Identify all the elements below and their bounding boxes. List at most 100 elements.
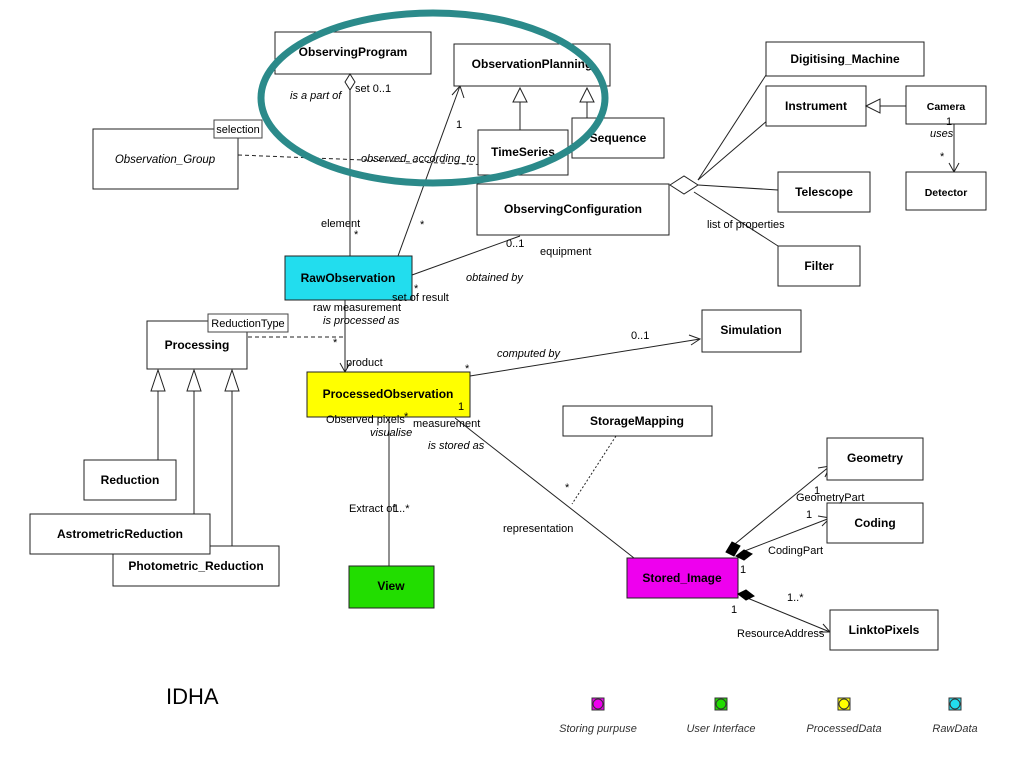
class-label: Coding (854, 516, 895, 530)
connector-heads (150, 73, 881, 601)
class-label: Detector (925, 187, 968, 199)
legend-item-processed: ProcessedData (806, 697, 882, 735)
class-processing[interactable]: Processing (146, 320, 248, 370)
label-one-planning: 1 (456, 119, 462, 131)
edge-stored-coding (741, 517, 831, 553)
class-label: Processing (165, 338, 230, 352)
class-detector[interactable]: Detector (905, 171, 987, 211)
legend-item-ui: User Interface (686, 697, 756, 735)
class-geometry[interactable]: Geometry (826, 437, 924, 481)
class-label: ObservingProgram (299, 45, 408, 59)
generalization-triangle-photometric (224, 368, 240, 392)
label-is-processed-as: is processed as (323, 315, 400, 327)
edge-processing-dependency (248, 336, 346, 372)
class-label: Reduction (101, 473, 160, 487)
class-label: Sequence (590, 131, 647, 145)
class-label: LinktoPixels (849, 623, 920, 637)
class-label: Geometry (847, 451, 903, 465)
label-set: set 0..1 (355, 83, 391, 95)
class-label: StorageMapping (590, 414, 684, 428)
edge-config-digitising (697, 71, 769, 181)
edge-config-telescope (697, 184, 779, 191)
composition-diamond-coding (735, 549, 753, 561)
class-stored-image[interactable]: Stored_Image (626, 557, 739, 599)
label-config-0-1: 0..1 (506, 238, 524, 250)
association-labels: set 0..1 is a part of 1 observed_accordi… (290, 83, 954, 640)
label-equipment: equipment (540, 246, 591, 258)
label-raw-measurement: raw measurement (313, 302, 401, 314)
highlight-ellipse (257, 9, 609, 187)
class-view[interactable]: View (348, 565, 435, 609)
class-coding[interactable]: Coding (826, 502, 924, 544)
class-label: TimeSeries (491, 145, 555, 159)
class-telescope[interactable]: Telescope (777, 171, 871, 213)
label-extract-of: Extract of (349, 503, 396, 515)
class-reduction[interactable]: Reduction (83, 459, 177, 501)
label-measurement: measurement (413, 418, 480, 430)
label-stored-star: * (565, 482, 570, 494)
class-astrometric-reduction[interactable]: AstrometricReduction (29, 513, 211, 555)
legend: Storing purpuse User Interface Processed… (559, 697, 978, 735)
edge-processed-simulation (469, 338, 701, 377)
class-observing-configuration[interactable]: ObservingConfiguration (476, 183, 670, 236)
class-observation-group[interactable]: Observation_Group (92, 128, 239, 190)
legend-item-raw: RawData (932, 697, 978, 735)
label-uses: uses (930, 128, 954, 140)
generalization-triangle-sequence (579, 86, 595, 103)
label-element: element (321, 218, 360, 230)
reduction-type-tag-box (207, 313, 289, 333)
class-label: View (377, 579, 405, 593)
label-geometry-one: 1 (814, 485, 820, 497)
label-camera-one: 1 (946, 116, 952, 128)
class-label: ObservationPlanning (472, 57, 593, 71)
class-label: Digitising_Machine (790, 52, 900, 66)
label-coding-one: 1 (806, 509, 812, 521)
class-links-to-pixels[interactable]: LinktoPixels (829, 609, 939, 651)
composition-diamond-pixels (737, 589, 755, 601)
composition-diamond-geometry (725, 541, 741, 557)
class-observation-planning[interactable]: ObservationPlanning (453, 43, 611, 87)
class-raw-observation[interactable]: RawObservation (284, 255, 413, 301)
edge-config-filter (693, 191, 779, 247)
class-instrument[interactable]: Instrument (765, 85, 867, 127)
label-star-planning: * (420, 219, 425, 231)
class-label: Instrument (785, 99, 847, 113)
class-label: AstrometricReduction (57, 527, 183, 541)
class-label: Photometric_Reduction (128, 559, 263, 573)
label-obtained-by: obtained by (466, 272, 524, 284)
label-computed-by: computed by (497, 348, 561, 360)
class-filter[interactable]: Filter (777, 245, 861, 287)
generalization-triangle-reduction (150, 368, 166, 392)
label-geometry-part: GeometryPart (796, 492, 864, 504)
arrowhead-simulation (688, 334, 702, 346)
class-observing-program[interactable]: ObservingProgram (274, 31, 432, 75)
label-processed-one: 1 (458, 401, 464, 413)
edge-group-dependency (237, 154, 491, 166)
edge-raw-to-planning (397, 85, 461, 257)
generalization-triangle-timeseries (512, 86, 528, 103)
edge-stored-geometry (729, 465, 831, 549)
class-storage-mapping[interactable]: StorageMapping (562, 405, 713, 437)
label-pixels-mult: 1..* (787, 592, 804, 604)
class-label: ProcessedObservation (323, 387, 454, 401)
label-set-of-result: set of result (392, 292, 449, 304)
class-boxes: ObservingProgram ObservationPlanning Seq… (29, 31, 987, 651)
class-label: Telescope (795, 185, 853, 199)
class-processed-observation[interactable]: ProcessedObservation (306, 371, 471, 418)
label-proc-star: * (333, 337, 338, 349)
class-digitising-machine[interactable]: Digitising_Machine (765, 41, 925, 77)
legend-label: Storing purpuse (559, 723, 637, 735)
label-is-stored-as: is stored as (428, 440, 485, 452)
edge-raw-to-config (411, 235, 521, 276)
label-representation: representation (503, 523, 573, 535)
label-observed-according-to: observed_according_to (361, 153, 475, 165)
generalization-triangle-instrument (864, 98, 881, 114)
label-detector-star: * (940, 151, 945, 163)
class-label: Simulation (720, 323, 781, 337)
generalization-triangle-astrometric (186, 368, 202, 392)
associations (157, 71, 960, 633)
class-simulation[interactable]: Simulation (701, 309, 802, 353)
selection-tag-box (213, 119, 263, 139)
class-camera[interactable]: Camera (905, 85, 987, 125)
